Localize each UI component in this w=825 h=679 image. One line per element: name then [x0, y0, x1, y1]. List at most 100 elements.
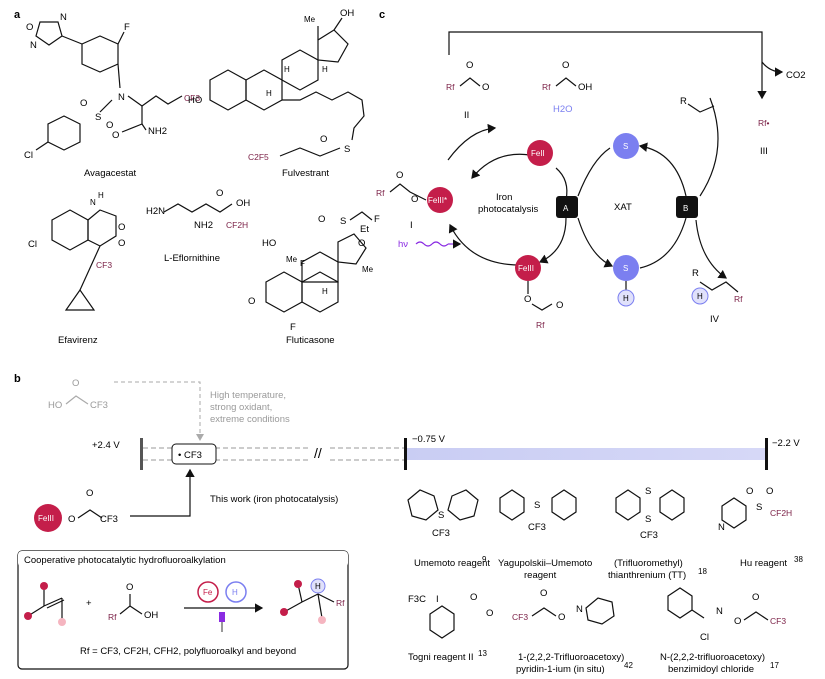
- panel-label-a: a: [14, 9, 21, 21]
- complex-I-o2: O: [411, 194, 418, 205]
- efavirenz-carbamate-o2: O: [118, 238, 125, 249]
- drug-name-efavirenz: Efavirenz: [58, 335, 98, 346]
- cycle-b-box: [676, 196, 698, 218]
- tt-s-plus: S: [645, 514, 651, 525]
- yagu-s: S: [534, 500, 540, 511]
- cycle-a-box: [556, 196, 578, 218]
- fe-ii-label: FeII: [531, 149, 545, 158]
- oxadiazole-o: O: [26, 22, 33, 33]
- fluticasone-me2: Me: [362, 265, 374, 274]
- panel-label-c: c: [379, 9, 385, 21]
- roman-III: III: [760, 146, 768, 157]
- product-h-node: [691, 287, 709, 305]
- drug-name-fulvestrant: Fulvestrant: [282, 168, 329, 179]
- imid-n: N: [716, 606, 723, 617]
- yagu-cf3: CF3: [528, 522, 546, 533]
- catalytic-cycle: CO2 Rf O O II Rf O OH H2O R Rf• III FeII: [376, 31, 806, 330]
- reagent-name-hu: Hu reagent: [740, 558, 787, 569]
- iron-label-1: Iron: [496, 192, 512, 203]
- coop-acid-oh: OH: [144, 610, 158, 621]
- thiol-h-node: [617, 289, 635, 307]
- roman-I: I: [410, 220, 413, 231]
- condition-1: High temperature,: [210, 390, 286, 401]
- fluticasone-f1: F: [374, 214, 380, 225]
- reagent-name-umemoto: Umemoto reagent: [414, 558, 490, 569]
- fluticasone-o1: O: [318, 214, 325, 225]
- iron-label-2: photocatalysis: [478, 204, 538, 215]
- tfa-ho: HO: [48, 400, 62, 411]
- carboxylate-o: O: [466, 60, 473, 71]
- imid-cf3: CF3: [770, 616, 786, 626]
- thiol-h-label: H: [623, 294, 629, 303]
- oxadiazole-n1: N: [60, 12, 67, 23]
- acid-o: O: [562, 60, 569, 71]
- avagacestat-amide-o: O: [112, 130, 119, 141]
- fulvestrant-sulfoxide-o: O: [320, 134, 327, 145]
- scale-break: //: [314, 445, 322, 461]
- alkene-r: R: [680, 96, 687, 107]
- eflornithine-oh: OH: [236, 198, 250, 209]
- fulvestrant-h2: H: [322, 65, 328, 74]
- potential-right: −2.2 V: [772, 438, 800, 449]
- coop-title: Cooperative photocatalytic hydrofluoroal…: [24, 555, 226, 566]
- py-o1: O: [540, 588, 547, 599]
- efavirenz-carbamate-o1: O: [118, 222, 125, 233]
- reagent-ref-imid: 17: [770, 661, 779, 670]
- fe-ii-node: [527, 140, 553, 166]
- thiol-s-bottom-label: S: [623, 264, 628, 273]
- reagent-list: S CF3 Umemoto reagent 9 S CF3 Yagupolski…: [407, 486, 803, 675]
- togni-i: I: [436, 594, 439, 605]
- cf3-radical-box: [171, 443, 217, 465]
- tfa-cf3: CF3: [90, 400, 108, 411]
- reagent-name-imid-2: benzimidoyl chloride: [668, 664, 754, 675]
- drug-name-fluticasone: Fluticasone: [286, 335, 335, 346]
- xat-label: XAT: [614, 202, 632, 213]
- reagent-name-py-1: 1-(2,2,2-Trifluoroacetoxy): [518, 652, 624, 663]
- py-n: N: [576, 604, 583, 615]
- reagent-name-tt-1: (Trifluoromethyl): [614, 558, 683, 569]
- reagent-name-py-2: pyridin-1-ium (in situ): [516, 664, 605, 675]
- drug-name-eflornithine: L-Eflornithine: [164, 253, 220, 264]
- potential-band: [406, 448, 766, 460]
- sulfonamide-n: N: [118, 92, 125, 103]
- thiol-s-top-node: [613, 133, 639, 159]
- eflornithine-o: O: [216, 188, 223, 199]
- togni-f3c: F3C: [408, 594, 426, 605]
- condition-2: strong oxidant,: [210, 402, 272, 413]
- fe-o: O: [68, 514, 75, 525]
- umemoto-s: S: [438, 510, 444, 521]
- coop-plus: +: [86, 598, 92, 609]
- coop-product-rf: Rf: [336, 598, 345, 608]
- sulfonyl-o1: O: [80, 98, 87, 109]
- togni-o: O: [470, 592, 477, 603]
- fluticasone-structure: O F HO F Me H O S F O Et Me: [248, 211, 380, 333]
- tfa-o: O: [72, 378, 79, 389]
- acid-oh: OH: [578, 82, 592, 93]
- fluticasone-s: S: [340, 216, 346, 227]
- rf-radical: Rf•: [758, 118, 770, 128]
- eflornithine-nh2: NH2: [194, 220, 213, 231]
- potential-mid: −0.75 V: [412, 434, 446, 445]
- fluticasone-ester-o: O: [358, 238, 365, 249]
- roman-IV: IV: [710, 314, 720, 325]
- fe-iii-b-label: FeIII: [38, 514, 54, 523]
- fulvestrant-oh: OH: [340, 8, 354, 19]
- fluticasone-f3: F: [290, 322, 296, 333]
- potential-scale: HO O CF3 High temperature, strong oxidan…: [34, 378, 800, 532]
- reagent-name-yagu-1: Yagupolskii–Umemoto: [498, 558, 592, 569]
- reagent-name-imid-1: N-(2,2,2-trifluoroacetoxy): [660, 652, 765, 663]
- py-o2: O: [558, 612, 565, 623]
- fluticasone-h: H: [322, 287, 328, 296]
- reagent-ref-tt: 18: [698, 567, 707, 576]
- hu-o2: O: [766, 486, 773, 497]
- reagent-name-yagu-2: reagent: [524, 570, 557, 581]
- product-r: R: [692, 268, 699, 279]
- cf3-radical-label: • CF3: [178, 450, 202, 461]
- coop-product-h: H: [315, 582, 321, 591]
- reagent-ref-hu: 38: [794, 555, 803, 564]
- chloro: Cl: [24, 150, 33, 161]
- carboxylate-o-minus: O: [482, 82, 489, 93]
- water-label: H2O: [553, 104, 573, 115]
- avagacestat-nh2: NH2: [148, 126, 167, 137]
- fluticasone-me1: Me: [286, 255, 298, 264]
